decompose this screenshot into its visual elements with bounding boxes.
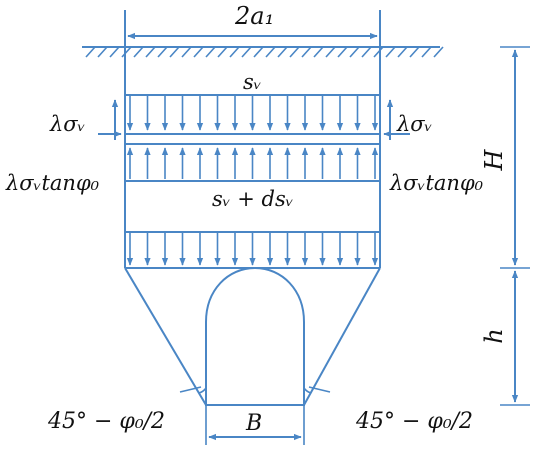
hatch-mark — [157, 46, 168, 58]
angle-label-right: 45° − φ₀/2 — [355, 409, 473, 434]
hatch-mark — [289, 46, 300, 58]
angle-arc-left — [198, 387, 207, 394]
hatch-mark — [253, 46, 264, 58]
angle-leader-right — [308, 386, 331, 393]
hatch-mark — [325, 46, 336, 58]
hatch-mark — [97, 46, 108, 58]
hatch-mark — [277, 46, 288, 58]
hatch-mark — [193, 46, 204, 58]
ground-surface — [82, 46, 444, 58]
failure-plane-left — [124, 267, 207, 406]
hatch-mark — [181, 46, 192, 58]
hatch-mark — [265, 46, 276, 58]
hatch-mark — [229, 46, 240, 58]
hatch-mark — [85, 46, 96, 58]
ground-hatching — [85, 46, 444, 58]
failure-plane-right — [303, 267, 381, 406]
hatch-mark — [349, 46, 360, 58]
hatch-mark — [121, 46, 132, 58]
top-vertical-stress-arrows — [125, 94, 380, 131]
hatch-mark — [421, 46, 432, 58]
hatch-mark — [361, 46, 372, 58]
hatch-mark — [109, 46, 120, 58]
opening-width-label: B — [245, 411, 262, 436]
angle-leader-left — [179, 386, 202, 393]
base-vertical-stress-arrows — [125, 231, 380, 266]
hatch-mark — [217, 46, 228, 58]
angle-arc-right — [303, 387, 312, 394]
height-tunnel-label: h — [480, 328, 508, 343]
lateral-stress-label-right: λσᵥ — [396, 112, 432, 136]
hatch-mark — [433, 46, 444, 58]
tunnel-opening — [205, 266, 305, 406]
lateral-stress-label-left: λσᵥ — [49, 112, 85, 136]
hatch-mark — [397, 46, 408, 58]
surcharge-bottom-label: sᵥ + dsᵥ — [212, 187, 294, 211]
surcharge-top-label: sᵥ — [243, 70, 262, 94]
hatch-mark — [145, 46, 156, 58]
hatch-mark — [373, 46, 384, 58]
hatch-mark — [133, 46, 144, 58]
soil-slice-element — [125, 133, 380, 145]
hatch-mark — [205, 46, 216, 58]
hatch-mark — [301, 46, 312, 58]
angle-label-left: 45° − φ₀/2 — [47, 409, 165, 434]
height-total-label: H — [480, 148, 508, 171]
hatch-mark — [241, 46, 252, 58]
hatch-mark — [169, 46, 180, 58]
width-label: 2a₁ — [234, 2, 274, 30]
hatch-mark — [313, 46, 324, 58]
hatch-mark — [337, 46, 348, 58]
friction-label-left: λσᵥtanφ₀ — [5, 171, 100, 195]
bottom-reaction-arrows — [125, 147, 380, 182]
hatch-mark — [385, 46, 396, 58]
friction-label-right: λσᵥtanφ₀ — [389, 171, 484, 195]
hatch-mark — [409, 46, 420, 58]
